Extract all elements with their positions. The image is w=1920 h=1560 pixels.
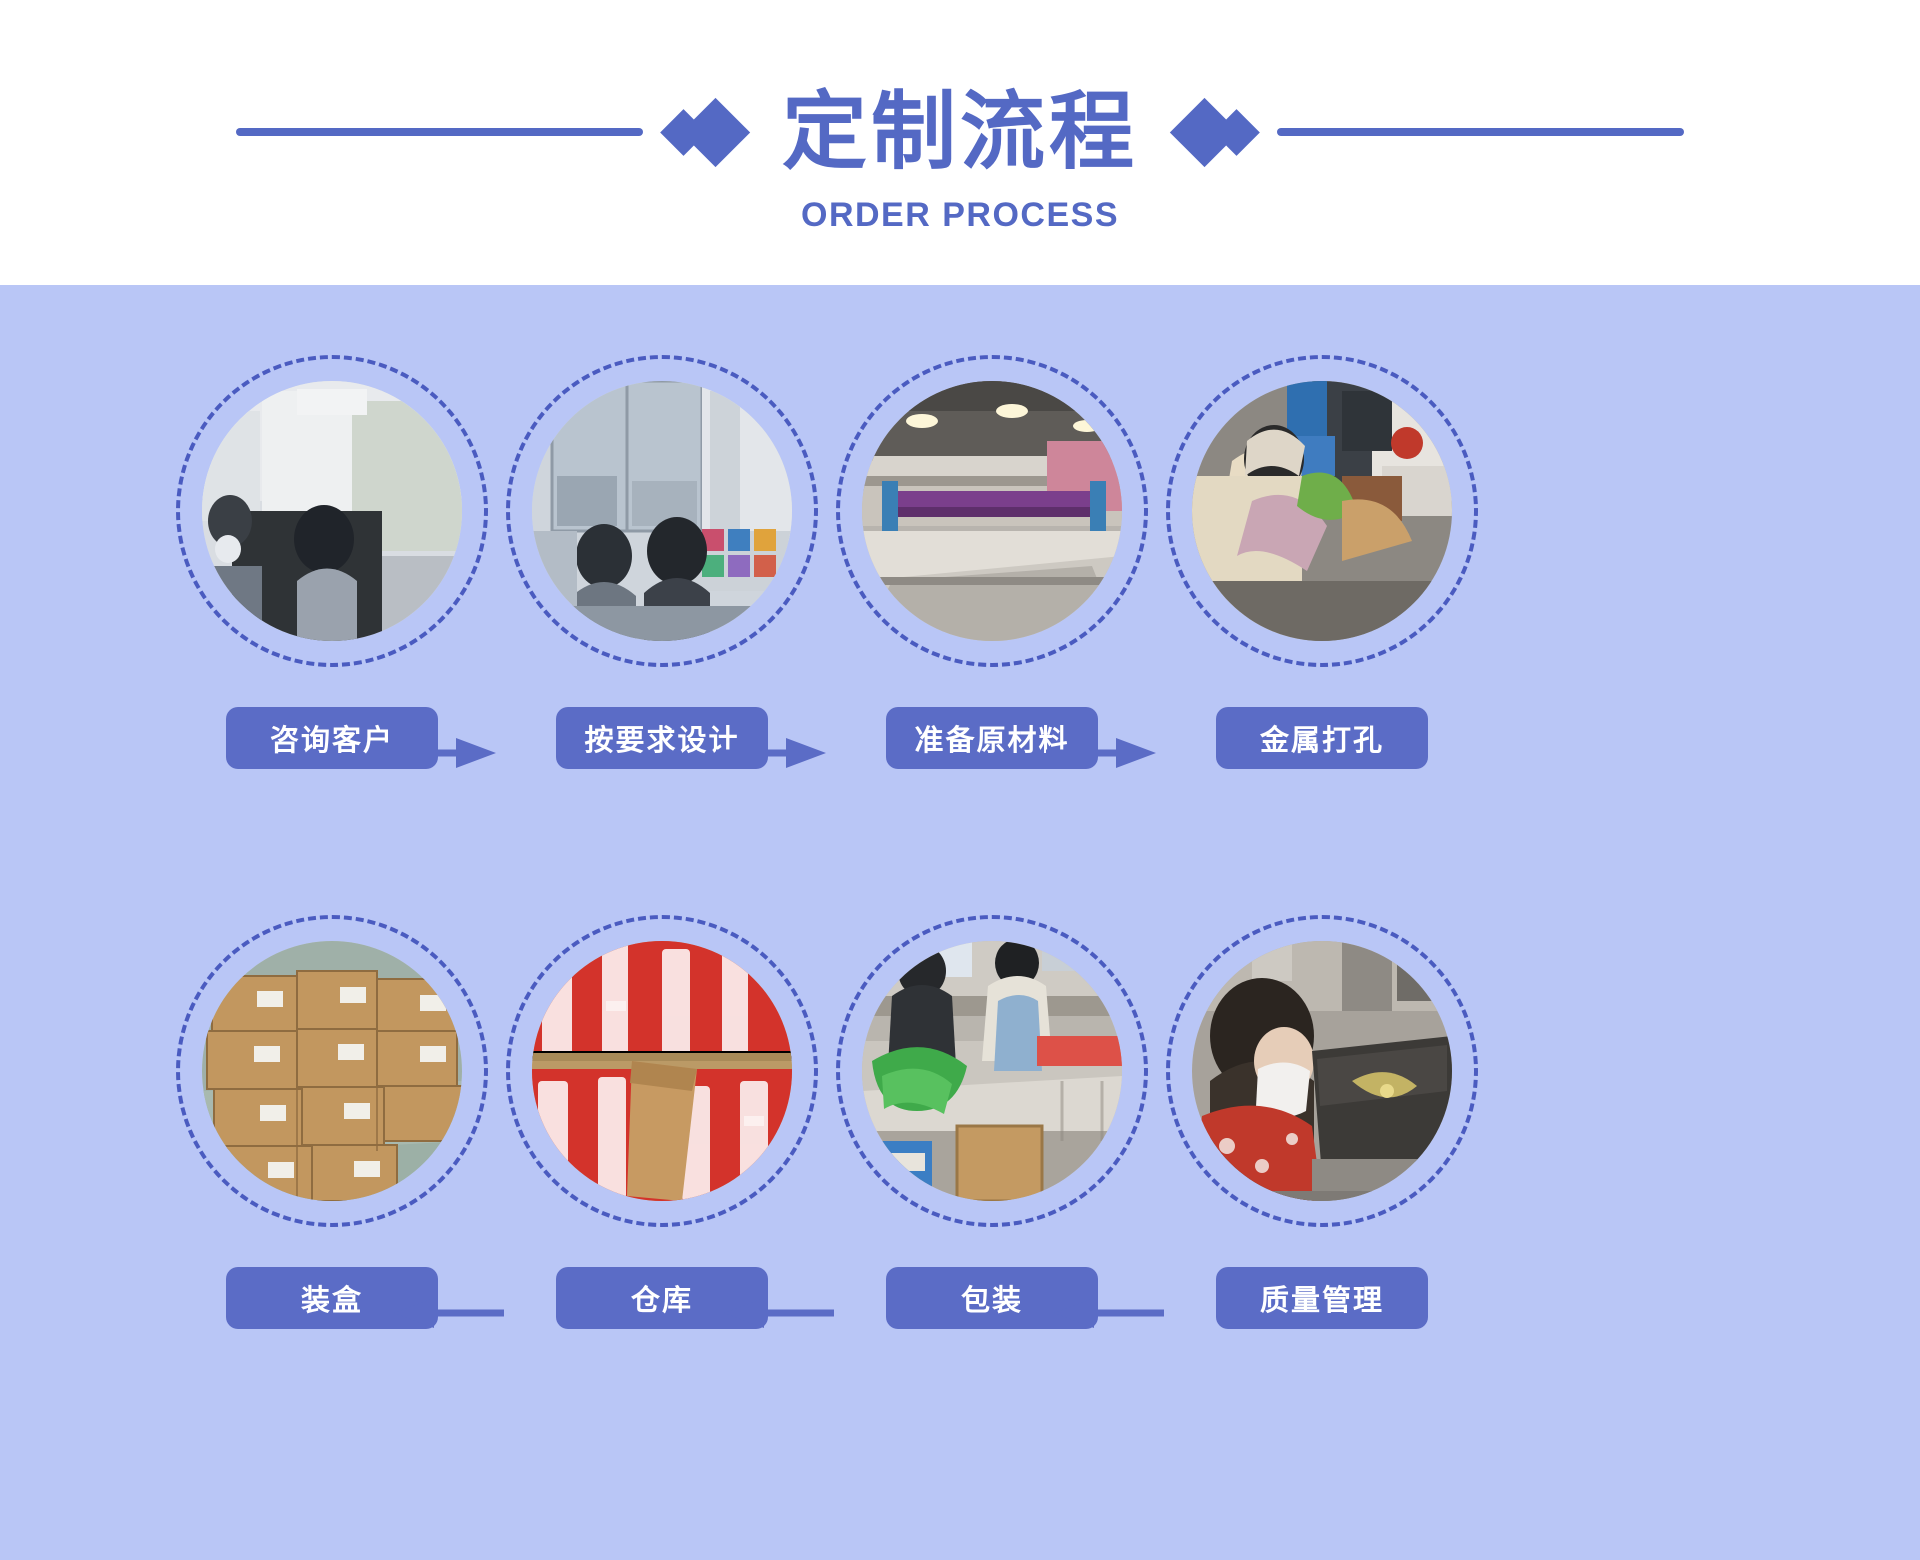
designers-at-desk-photo: [532, 381, 792, 641]
dashed-ring: [176, 915, 488, 1227]
step-label: 准备原材料: [914, 723, 1070, 757]
header: 定制流程 ORDER PROCESS: [0, 0, 1920, 285]
dashed-ring: [1166, 915, 1478, 1227]
flow-arrow-right: [386, 738, 504, 768]
dashed-ring: [176, 355, 488, 667]
step-label: 装盒: [300, 1283, 363, 1317]
step-label: 仓库: [630, 1283, 693, 1317]
page-title: 定制流程: [781, 82, 1138, 182]
process-step: 准备原材料: [827, 355, 1157, 875]
process-row-1: 咨询客户: [0, 355, 1920, 875]
process-step: 包装: [827, 915, 1157, 1435]
step-label-chip[interactable]: 包装: [886, 1267, 1098, 1329]
warehouse-boxes-red-goods-photo: [532, 941, 792, 1201]
step-label: 按要求设计: [584, 723, 740, 757]
dashed-ring: [836, 355, 1148, 667]
flow-arrow-left: [1046, 1298, 1164, 1328]
flow-arrow-right: [1046, 738, 1164, 768]
flow-arrow-left: [386, 1298, 504, 1328]
diamond-large-icon: [680, 97, 751, 167]
step-label-chip[interactable]: 质量管理: [1216, 1267, 1428, 1329]
process-step: 质量管理: [1157, 915, 1487, 1435]
decorative-rule-right: [1277, 128, 1684, 136]
worker-metal-punching-photo: [1192, 381, 1452, 641]
process-step: 咨询客户: [167, 355, 497, 875]
diamond-group-right: [1169, 97, 1260, 167]
dashed-ring: [1166, 355, 1478, 667]
flow-arrow-left: [716, 1298, 834, 1328]
process-step: 按要求设计: [497, 355, 827, 875]
step-label: 包装: [960, 1283, 1023, 1317]
step-label-chip[interactable]: 按要求设计: [556, 707, 768, 769]
step-label: 金属打孔: [1259, 723, 1384, 757]
quality-inspection-photo: [1192, 941, 1452, 1201]
flow-arrow-right: [716, 738, 834, 768]
process-row-2: 装盒: [0, 915, 1920, 1435]
step-label-chip[interactable]: 准备原材料: [886, 707, 1098, 769]
step-label-chip[interactable]: 仓库: [556, 1267, 768, 1329]
step-label-chip[interactable]: 装盒: [226, 1267, 438, 1329]
step-label-chip[interactable]: 咨询客户: [226, 707, 438, 769]
dashed-ring: [836, 915, 1148, 1227]
header-title-row: 定制流程: [0, 72, 1920, 192]
step-label-chip[interactable]: 金属打孔: [1216, 707, 1428, 769]
process-panel: 咨询客户: [0, 285, 1920, 1560]
dashed-ring: [506, 915, 818, 1227]
step-label: 质量管理: [1259, 1283, 1384, 1317]
process-step: 仓库: [497, 915, 827, 1435]
dashed-ring: [506, 355, 818, 667]
office-consultation-photo: [202, 381, 462, 641]
process-step: 装盒: [167, 915, 497, 1435]
process-step: 金属打孔: [1157, 355, 1487, 875]
diamond-group-left: [660, 97, 751, 167]
packing-line-photo: [862, 941, 1122, 1201]
step-label: 咨询客户: [269, 723, 394, 757]
decorative-rule-left: [235, 128, 643, 136]
stacked-cartons-photo: [202, 941, 462, 1201]
weaving-machine-factory-photo: [862, 381, 1122, 641]
page-subtitle: ORDER PROCESS: [801, 196, 1119, 234]
